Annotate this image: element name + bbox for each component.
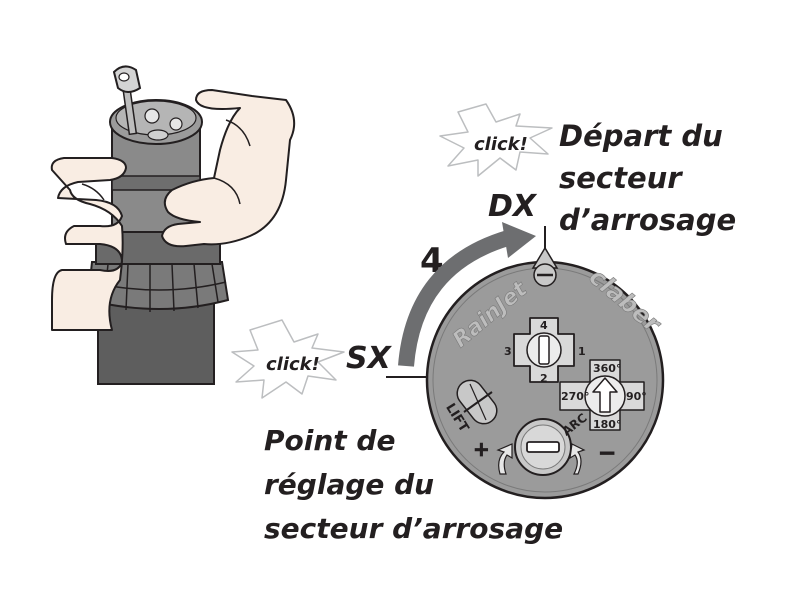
arc-value-bottom: 180° — [593, 418, 621, 431]
sprinkler-hands-illustration — [50, 65, 296, 385]
nozzle-num-bottom: 2 — [540, 372, 548, 385]
arc-arrow-icon — [592, 377, 618, 413]
start-label-line2: secteur — [559, 161, 683, 195]
minus-sign: − — [598, 441, 616, 466]
arc-value-right: 90° — [626, 390, 647, 403]
click-burst-left: click! — [231, 319, 345, 399]
point-label-line2: réglage du — [264, 468, 434, 501]
rotation-arrow — [398, 222, 536, 367]
start-label-line3: d’arrosage — [559, 203, 736, 237]
start-label-line1: Départ du — [559, 119, 723, 153]
click-label-left: click! — [266, 354, 320, 375]
click-burst-top: click! — [439, 103, 553, 177]
right-hand — [161, 89, 296, 248]
plus-direction-arrow — [496, 443, 513, 475]
nozzle-selector[interactable]: 4 3 1 2 — [504, 317, 586, 385]
left-hand — [50, 157, 127, 331]
sprinkler-head-top-view: RainJet claber 4 3 1 2 360° 270° 90° 180… — [425, 246, 668, 500]
point-label-line3: secteur d’arrosage — [264, 512, 563, 545]
nozzle-num-right: 1 — [578, 345, 586, 358]
point-label-line1: Point de — [264, 424, 395, 457]
arc-adjust-screw[interactable] — [514, 418, 572, 476]
minus-direction-arrow — [569, 443, 586, 475]
nozzle-num-left: 3 — [504, 345, 512, 358]
arc-value-left: 270° — [561, 390, 589, 403]
adjustment-key — [112, 65, 142, 136]
sx-label: SX — [346, 341, 393, 376]
dx-label: DX — [488, 189, 538, 224]
arc-dial[interactable]: 360° 270° 90° 180° — [559, 359, 647, 431]
click-label-top: click! — [474, 134, 528, 155]
nozzle-num-top: 4 — [540, 319, 548, 332]
arc-value-top: 360° — [593, 362, 621, 375]
plus-sign: + — [473, 437, 490, 461]
